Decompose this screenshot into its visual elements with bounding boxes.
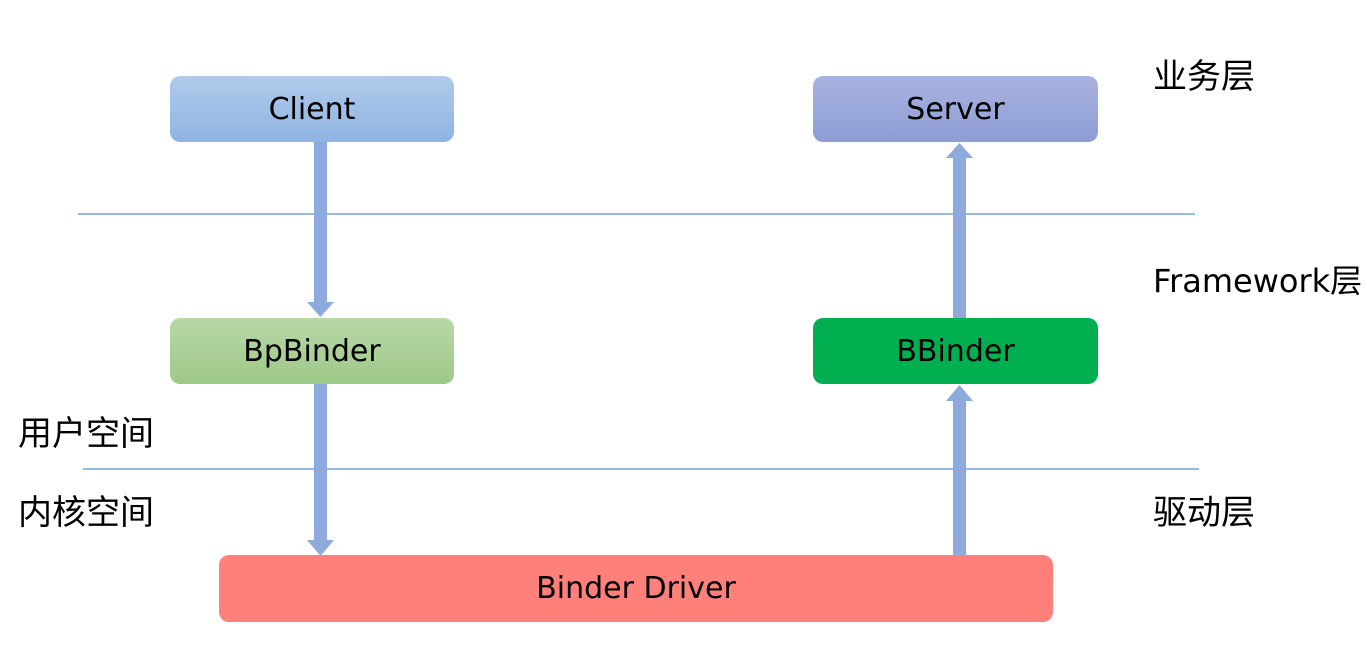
bbinder-box: BBinder [813,318,1098,384]
bbinder-label: BBinder [896,333,1015,369]
server-label: Server [906,91,1005,127]
bpbinder-box: BpBinder [170,318,454,384]
business-layer-label: 业务层 [1153,57,1255,97]
binder-driver-box: Binder Driver [219,555,1053,622]
kernel-space-label: 内核空间 [18,493,154,533]
arrow-bpbinder-to-driver [307,384,334,556]
binder-driver-label: Binder Driver [536,571,736,606]
server-box: Server [813,76,1098,142]
driver-layer-label: 驱动层 [1153,493,1255,533]
arrow-driver-to-bbinder [946,385,973,555]
bpbinder-label: BpBinder [243,333,381,369]
client-label: Client [268,91,356,127]
arrow-client-to-bpbinder [307,142,334,317]
user-space-label: 用户空间 [18,414,154,454]
arrow-bbinder-to-server [946,143,973,318]
client-box: Client [170,76,454,142]
framework-layer-label: Framework层 [1153,262,1363,300]
